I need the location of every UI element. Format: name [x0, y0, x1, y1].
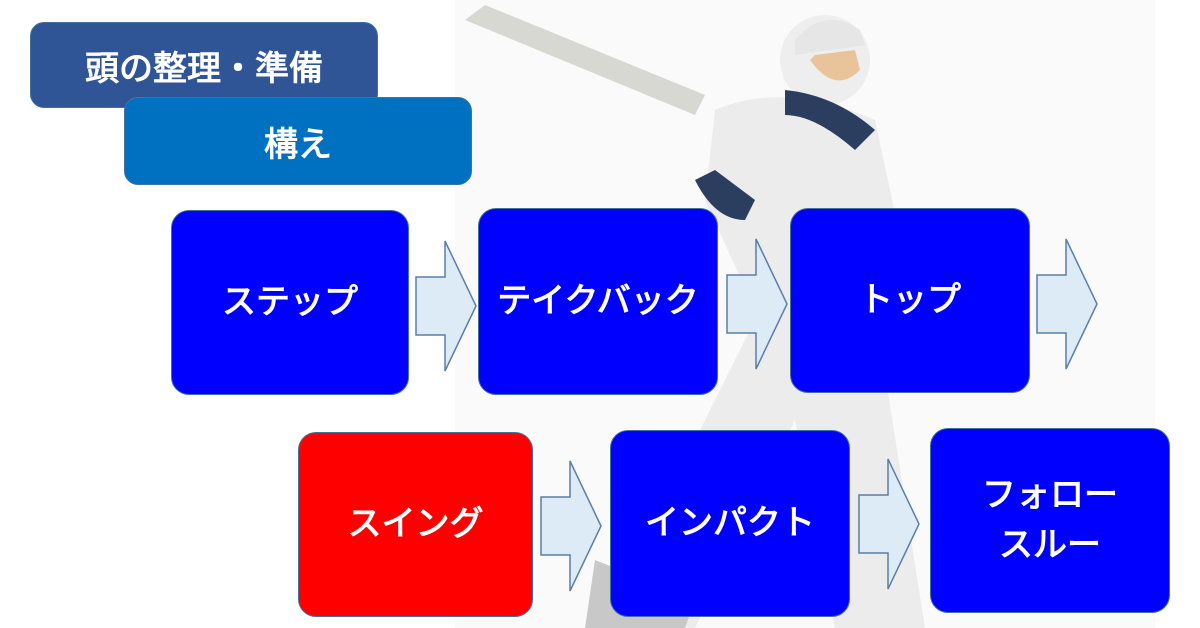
step-label: ステップ — [222, 281, 358, 322]
step-box-impact: インパクト — [610, 430, 850, 617]
step-label: フォロー スルー — [982, 475, 1118, 565]
right-arrow-icon — [726, 238, 788, 370]
right-arrow-icon — [415, 240, 477, 372]
step-box-step: ステップ — [171, 210, 409, 395]
step-label: テイクバック — [497, 280, 699, 321]
step-label: スイング — [347, 503, 484, 544]
right-arrow-icon — [1036, 238, 1098, 370]
right-arrow-icon — [540, 460, 602, 592]
step-box-swing: スイング — [298, 432, 533, 617]
header-box-preparation: 頭の整理・準備 — [30, 22, 378, 108]
right-arrow-icon — [858, 458, 920, 590]
header-box-label: 構え — [264, 124, 332, 165]
header-box-label: 頭の整理・準備 — [85, 48, 323, 89]
header-box-stance: 構え — [124, 97, 472, 185]
step-label: インパクト — [645, 502, 815, 543]
step-label: トップ — [859, 279, 961, 320]
step-box-takeback: テイクバック — [478, 208, 718, 395]
step-box-follow-through: フォロー スルー — [930, 428, 1170, 613]
step-box-top: トップ — [790, 208, 1030, 393]
